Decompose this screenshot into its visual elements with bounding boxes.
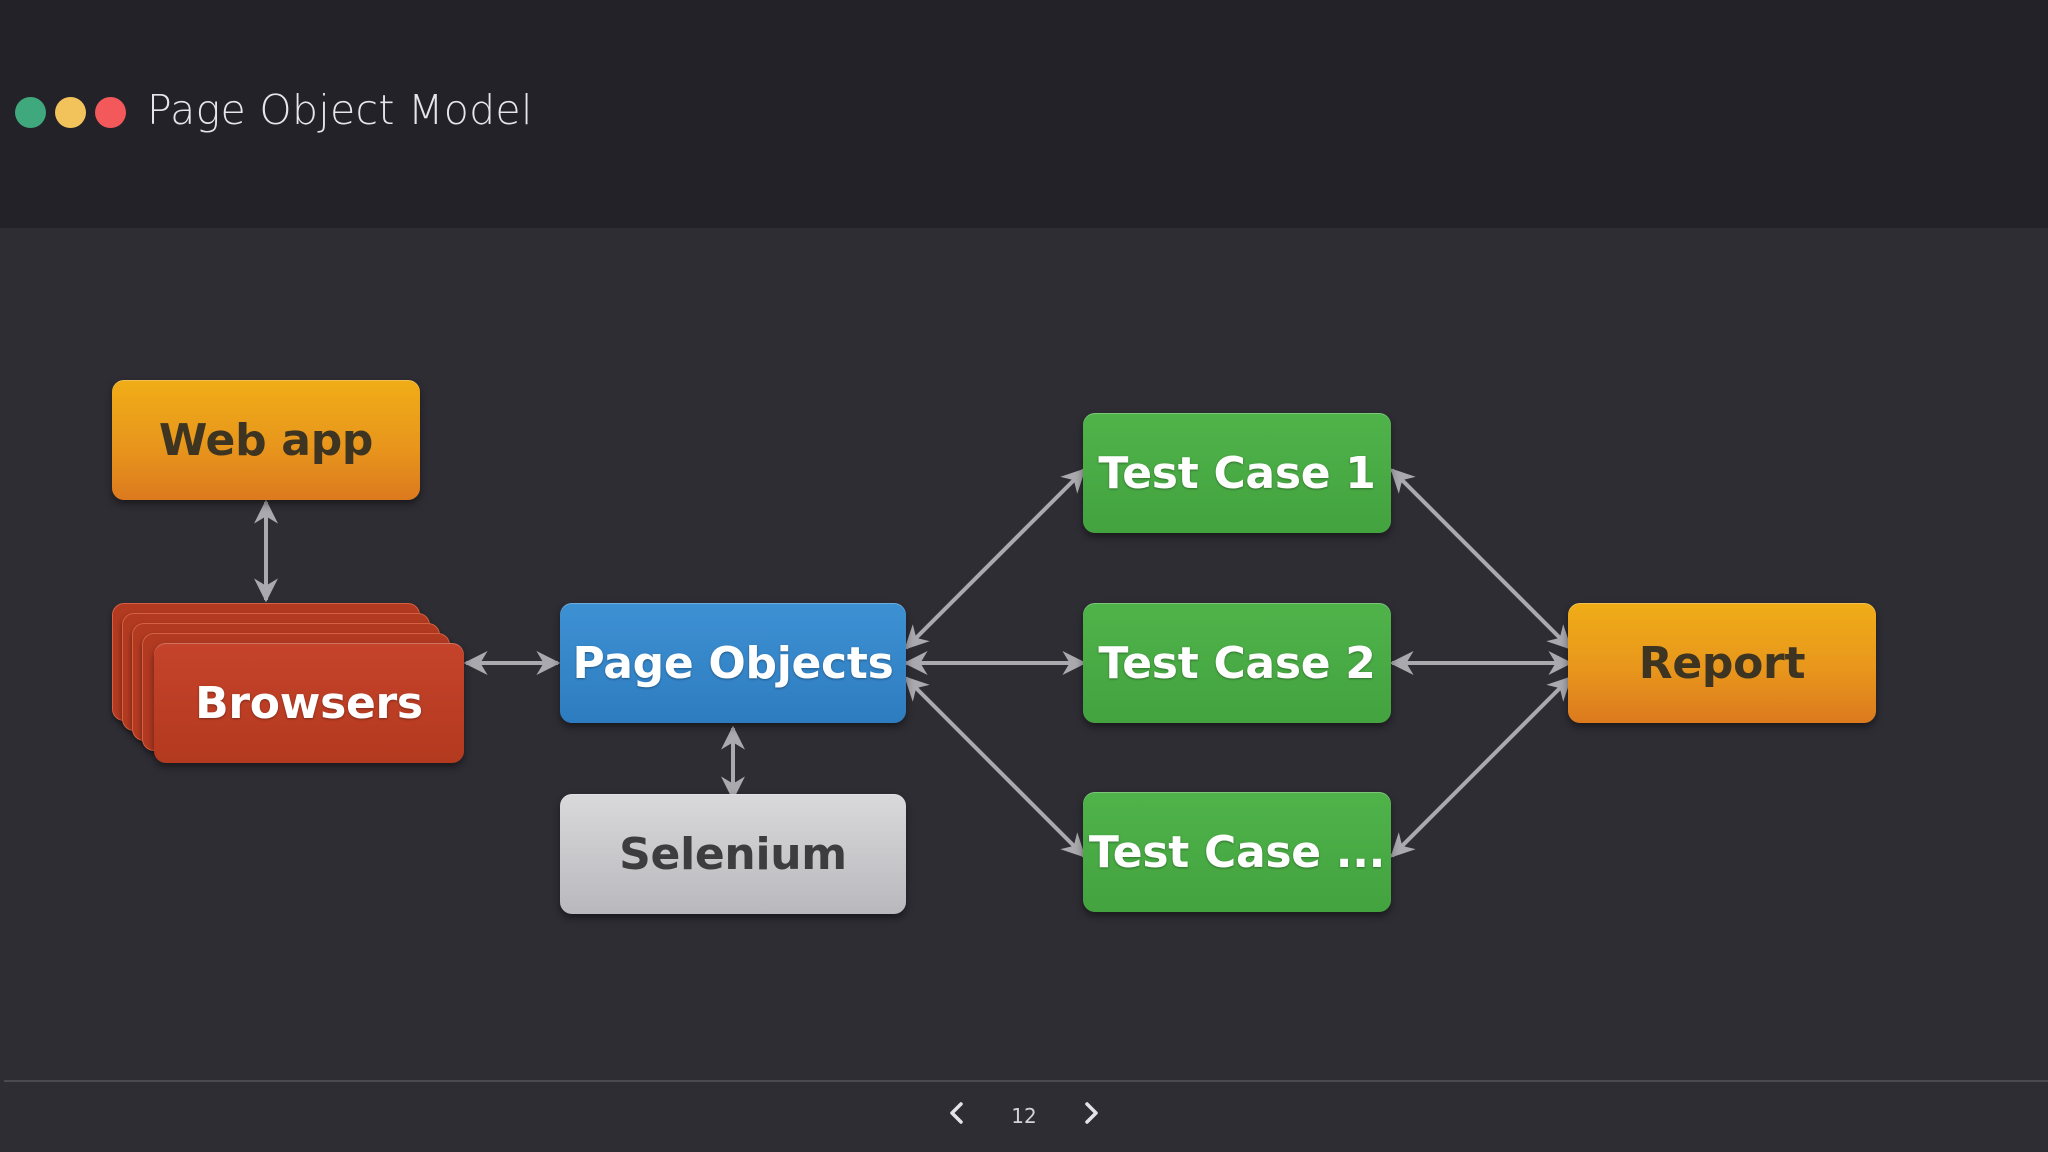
- node-web-app-label: Web app: [158, 414, 374, 466]
- node-test-case-n-label: Test Case ...: [1088, 826, 1386, 878]
- next-slide-button[interactable]: [1076, 1098, 1106, 1128]
- diagram-stage: Web app Browsers Page Objects Selenium T…: [0, 228, 2048, 1080]
- diagram-arrows: [254, 468, 1573, 858]
- arrow-testcasen-report: [1390, 676, 1572, 858]
- arrow-pageobjects-testcase1: [904, 468, 1086, 650]
- node-browsers-label: Browsers: [195, 677, 423, 729]
- node-page-objects-label: Page Objects: [572, 637, 894, 689]
- slide-pager: 12: [0, 1090, 2048, 1140]
- window-controls: [15, 97, 126, 128]
- chevron-left-icon: [950, 1102, 963, 1124]
- node-report: Report: [1568, 603, 1876, 723]
- arrow-pageobjects-testcasen: [904, 676, 1086, 858]
- prev-slide-button[interactable]: [942, 1098, 972, 1128]
- node-test-case-2-label: Test Case 2: [1098, 637, 1376, 689]
- node-report-label: Report: [1638, 637, 1806, 689]
- node-web-app: Web app: [112, 380, 420, 500]
- green-dot-icon[interactable]: [15, 97, 46, 128]
- arrow-testcase1-report: [1390, 468, 1572, 650]
- yellow-dot-icon[interactable]: [55, 97, 86, 128]
- node-test-case-n: Test Case ...: [1083, 792, 1391, 912]
- page-number: 12: [1011, 1104, 1037, 1128]
- node-test-case-2: Test Case 2: [1083, 603, 1391, 723]
- chevron-right-icon: [1085, 1102, 1098, 1124]
- node-test-case-1: Test Case 1: [1083, 413, 1391, 533]
- node-selenium: Selenium: [560, 794, 906, 914]
- footer-divider: [4, 1080, 2048, 1082]
- node-selenium-label: Selenium: [619, 828, 847, 880]
- node-test-case-1-label: Test Case 1: [1098, 447, 1376, 499]
- node-page-objects: Page Objects: [560, 603, 906, 723]
- slide-header: Page Object Model: [0, 0, 2048, 228]
- slide-title: Page Object Model: [147, 86, 533, 134]
- red-dot-icon[interactable]: [95, 97, 126, 128]
- node-browsers: Browsers: [154, 643, 464, 763]
